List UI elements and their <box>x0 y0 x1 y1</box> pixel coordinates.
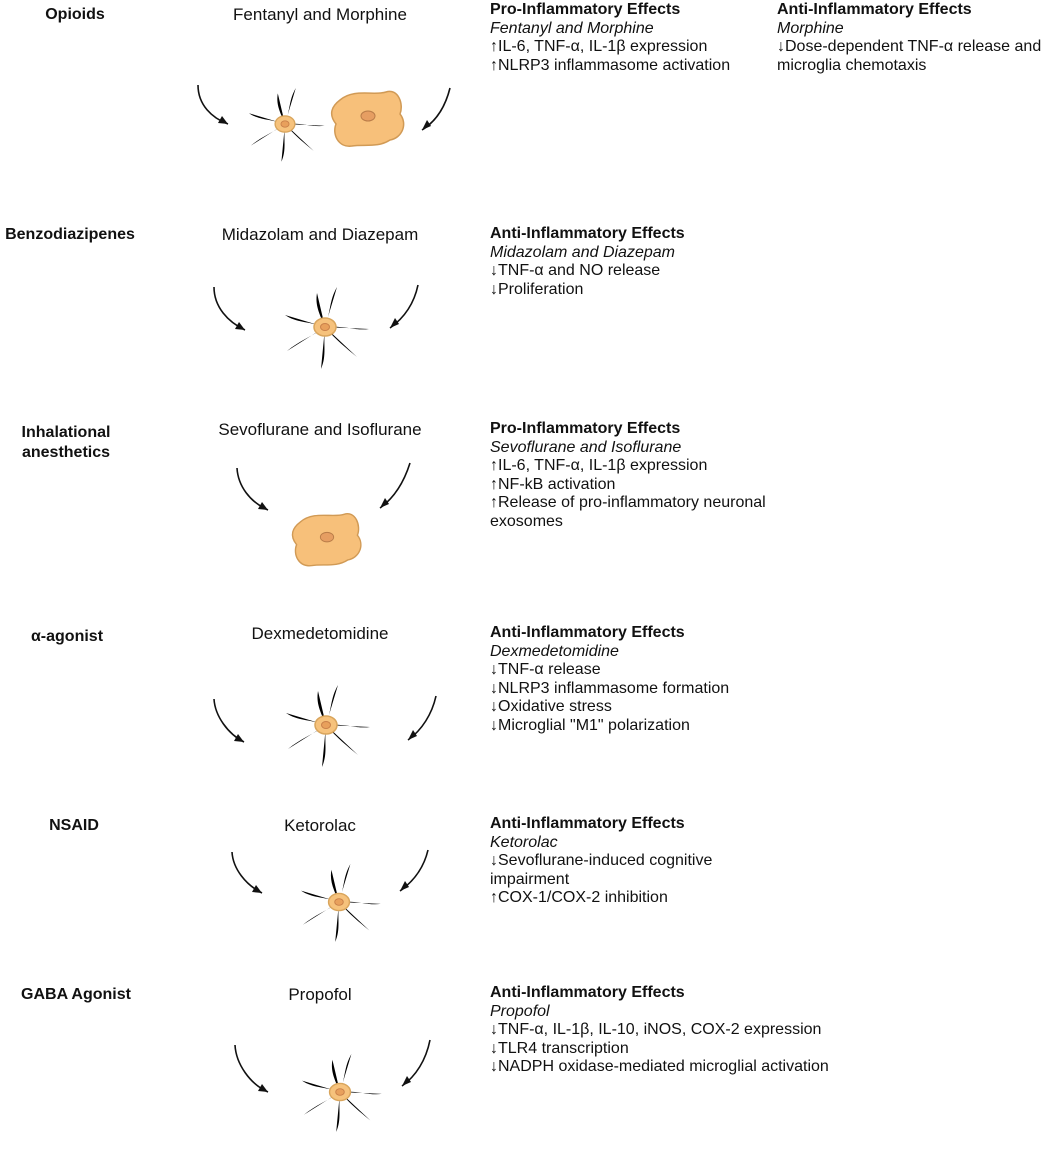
arrow-right <box>407 695 437 741</box>
drug-class-label: Opioids <box>45 6 105 23</box>
effects-subheading: Propofol <box>490 1002 550 1020</box>
effect-line: ↑IL-6, TNF-α, IL-1β expression <box>490 38 708 55</box>
effect-line: ↓Dose-dependent TNF-α release and microg… <box>777 38 1042 74</box>
effect-line: ↑NLRP3 inflammasome activation <box>490 56 731 74</box>
effect-line: ↑NF-kB activation <box>490 475 616 493</box>
arrow-left <box>197 84 229 125</box>
effect-line: ↓NADPH oxidase-mediated microglial activ… <box>490 1058 829 1075</box>
effects-subheading: Dexmedetomidine <box>490 642 619 660</box>
effects-heading: Anti-Inflammatory Effects <box>777 1 972 18</box>
amoeboid-microglia <box>330 90 405 147</box>
effects-block: Pro-Inflammatory Effects Sevoflurane and… <box>490 420 790 531</box>
effects-block: Anti-Inflammatory Effects Midazolam and … <box>490 225 790 299</box>
microglia-illustration <box>234 1039 431 1141</box>
effects-subheading: Ketorolac <box>490 833 558 851</box>
microglia-illustration <box>213 672 437 776</box>
drug-name: Ketorolac <box>284 816 356 835</box>
effects-heading: Anti-Inflammatory Effects <box>490 815 685 832</box>
drug-name: Sevoflurane and Isoflurane <box>218 420 422 439</box>
arrow-right <box>399 849 429 892</box>
effect-line: ↓TNF-α release <box>490 661 601 678</box>
drug-name: Propofol <box>288 985 352 1004</box>
effect-line: ↑COX-1/COX-2 inhibition <box>490 889 668 906</box>
amoeboid-microglia <box>291 512 362 567</box>
effects-heading: Anti-Inflammatory Effects <box>490 984 685 1001</box>
effect-line: ↓Oxidative stress <box>490 698 612 715</box>
effects-heading: Pro-Inflammatory Effects <box>490 1 681 18</box>
drug-class-label: α-agonist <box>30 628 104 645</box>
arrow-right <box>379 462 411 509</box>
effects-block: Anti-Inflammatory Effects Propofol ↓TNF-… <box>490 984 850 1077</box>
arrow-left <box>236 467 269 511</box>
effect-line: ↓NLRP3 inflammasome formation <box>490 679 730 697</box>
drug-class-label: Inhalational anesthetics <box>21 424 111 461</box>
arrow-right <box>421 87 451 131</box>
drug-name: Dexmedetomidine <box>251 624 389 643</box>
drug-class-label: NSAID <box>49 817 99 834</box>
effect-line: ↓Microglial "M1" polarization <box>490 716 690 734</box>
effect-line: ↑IL-6, TNF-α, IL-1β expression <box>490 457 708 474</box>
drug-class-label: GABA Agonist <box>21 986 131 1003</box>
effects-subheading: Morphine <box>777 19 844 37</box>
effect-line: ↓TNF-α, IL-1β, IL-10, iNOS, COX-2 expres… <box>490 1021 822 1038</box>
ramified-microglia <box>289 1041 393 1141</box>
arrow-left <box>213 698 245 743</box>
effect-line: ↓TLR4 transcription <box>490 1039 629 1057</box>
ramified-microglia <box>237 76 335 170</box>
effects-block: Pro-Inflammatory Effects Fentanyl and Mo… <box>490 1 775 75</box>
effects-subheading: Sevoflurane and Isoflurane <box>490 438 682 456</box>
effects-subheading: Midazolam and Diazepam <box>490 243 675 261</box>
drug-class-label: Benzodiazipenes <box>5 226 135 243</box>
microglia-illustration <box>236 462 411 567</box>
arrow-left <box>213 286 246 331</box>
effects-block: Anti-Inflammatory Effects Ketorolac ↓Sev… <box>490 815 790 908</box>
drug-name: Midazolam and Diazepam <box>221 225 419 244</box>
effect-line: ↑Release of pro-inflammatory neuronal ex… <box>490 494 766 530</box>
effects-heading: Anti-Inflammatory Effects <box>490 624 685 641</box>
ramified-microglia <box>288 851 392 951</box>
effects-subheading: Fentanyl and Morphine <box>490 19 654 37</box>
microglia-illustration <box>231 849 429 951</box>
ramified-microglia <box>272 274 380 378</box>
effects-heading: Anti-Inflammatory Effects <box>490 225 685 242</box>
arrow-right <box>401 1039 431 1087</box>
effect-line: ↓TNF-α and NO release <box>490 262 661 279</box>
effect-line: ↓Proliferation <box>490 280 584 298</box>
effects-heading: Pro-Inflammatory Effects <box>490 420 681 437</box>
arrow-left <box>234 1044 269 1093</box>
drug-name: Fentanyl and Morphine <box>233 5 407 24</box>
arrow-right <box>389 284 419 329</box>
microglia-illustration <box>213 274 419 378</box>
effects-block: Anti-Inflammatory Effects Morphine ↓Dose… <box>777 1 1053 75</box>
arrow-left <box>231 851 263 894</box>
microglia-illustration <box>197 76 451 170</box>
ramified-microglia <box>273 672 381 776</box>
effects-block: Anti-Inflammatory Effects Dexmedetomidin… <box>490 624 790 735</box>
effect-line: ↓Sevoflurane-induced cognitive impairmen… <box>490 852 713 888</box>
